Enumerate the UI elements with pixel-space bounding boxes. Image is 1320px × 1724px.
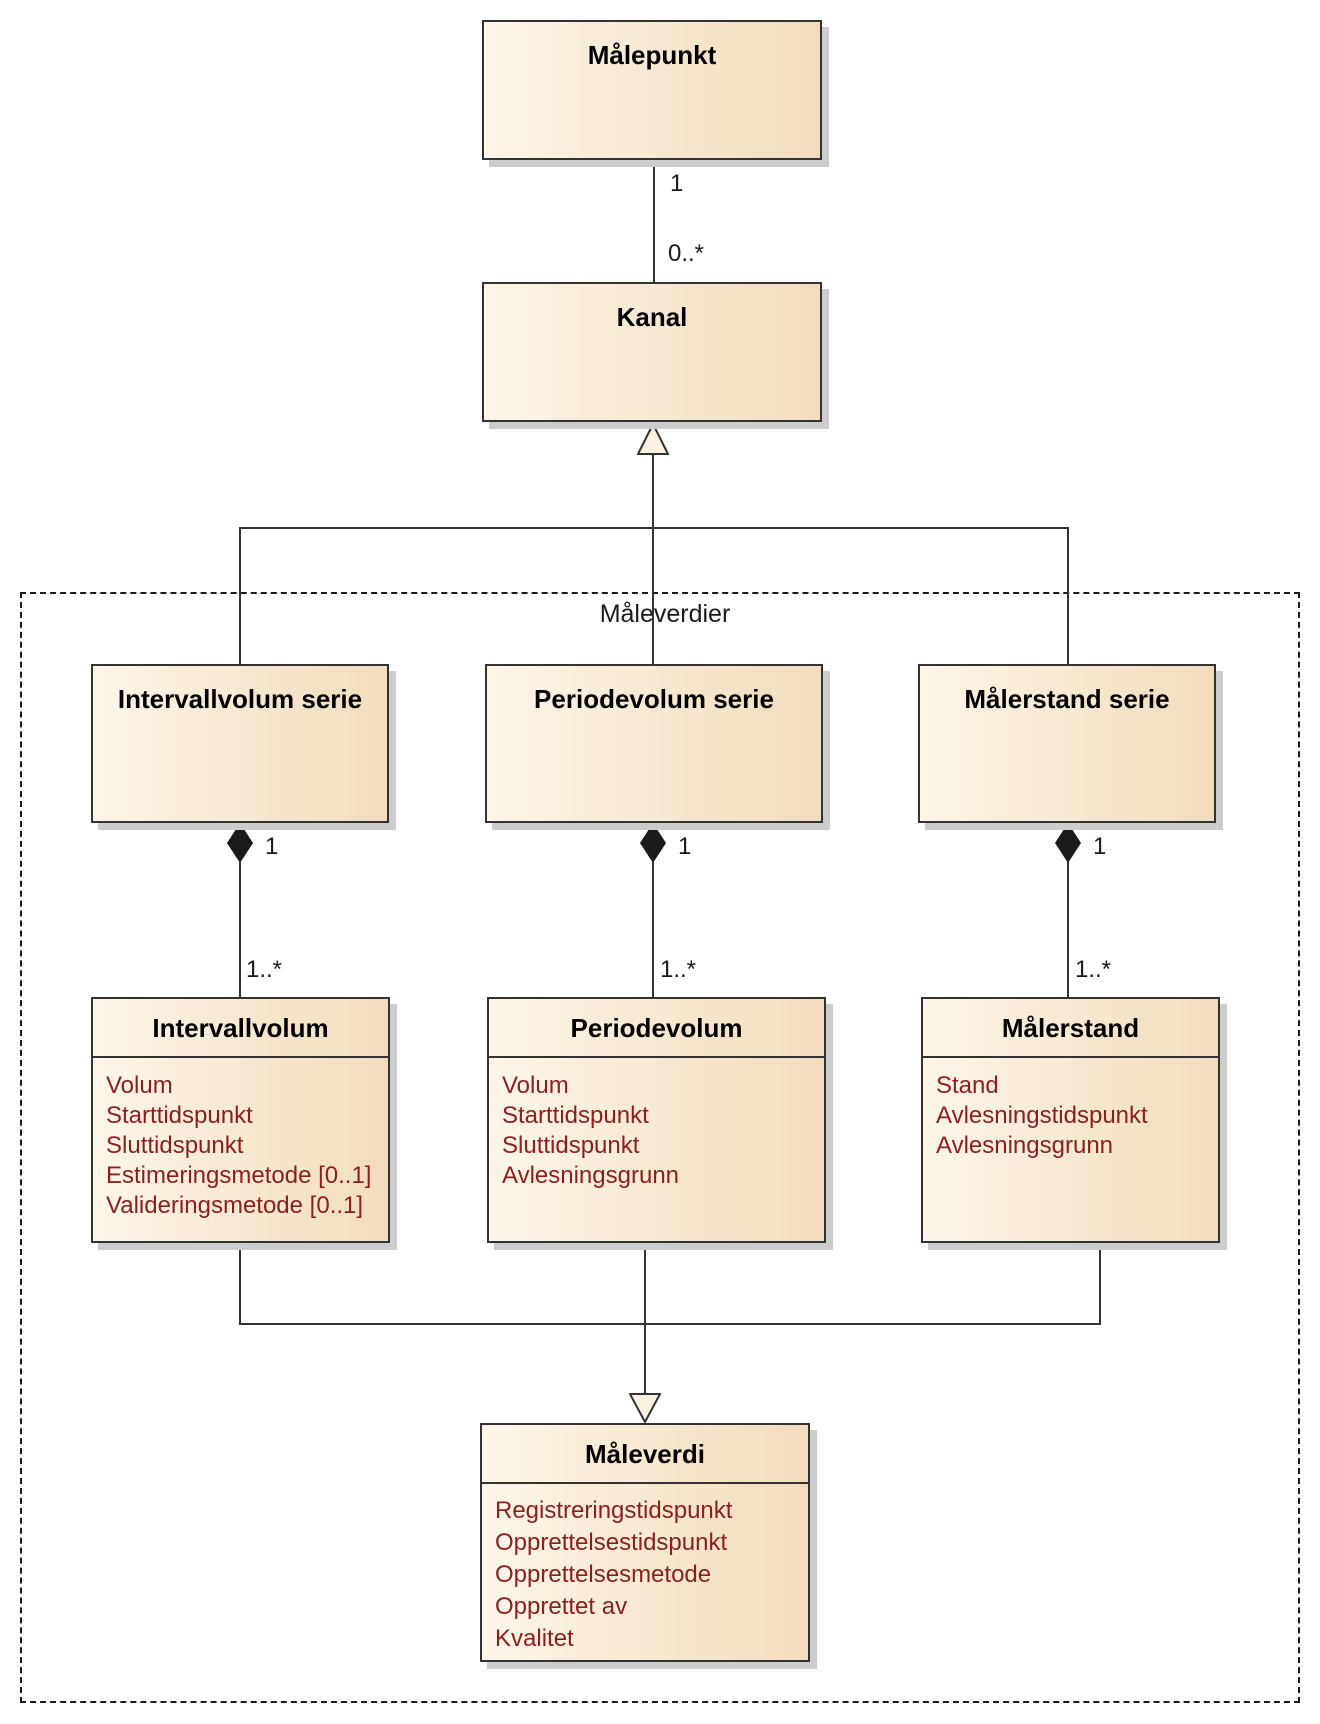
class-title: Målerstand serie	[964, 684, 1170, 714]
class-attribute: Volum	[106, 1072, 173, 1099]
composition-diamond-icon	[640, 823, 666, 863]
generalization-arrow-icon	[629, 1393, 661, 1423]
class-box-intervallvolum[interactable]: Intervallvolum Volum Starttidspunkt Slut…	[91, 997, 390, 1243]
composition-diamond-icon	[1055, 823, 1081, 863]
association-line-malepunkt-kanal	[653, 160, 655, 282]
class-attribute: Opprettelsesmetode	[495, 1561, 712, 1588]
class-title: Måleverdi	[585, 1438, 705, 1469]
class-title-compartment: Periodevolum	[489, 999, 824, 1058]
generalization-branch-line-bottom	[239, 1323, 1101, 1325]
multiplicity-label-source: 1	[678, 833, 692, 860]
class-title-compartment: Intervallvolum	[93, 999, 388, 1058]
class-title: Målepunkt	[587, 40, 717, 70]
multiplicity-label-target: 1..*	[1075, 956, 1112, 983]
composition-diamond-icon	[227, 823, 253, 863]
class-title-compartment: Målerstand	[923, 999, 1218, 1058]
class-box-periodevolum[interactable]: Periodevolum Volum Starttidspunkt Slutti…	[487, 997, 826, 1243]
class-title: Intervallvolum serie	[117, 684, 363, 714]
multiplicity-label-target: 1..*	[246, 956, 283, 983]
class-attribute: Stand	[936, 1072, 999, 1099]
class-box-malepunkt[interactable]: Målepunkt	[482, 20, 822, 160]
class-box-malerstand-serie[interactable]: Målerstand serie	[918, 664, 1216, 823]
class-title-compartment: Måleverdi	[482, 1425, 808, 1484]
class-attributes: Volum Starttidspunkt Sluttidspunkt Avles…	[489, 1058, 824, 1191]
class-box-malerstand[interactable]: Målerstand Stand Avlesningstidspunkt Avl…	[921, 997, 1220, 1243]
class-attribute: Avlesningstidspunkt	[936, 1102, 1148, 1129]
class-box-intervallvolum-serie[interactable]: Intervallvolum serie	[91, 664, 389, 823]
class-attribute: Opprettelsestidspunkt	[495, 1529, 728, 1556]
class-attribute: Sluttidspunkt	[106, 1132, 244, 1159]
generalization-drop-intervallvolum	[239, 1243, 241, 1325]
class-attribute: Sluttidspunkt	[502, 1132, 640, 1159]
class-attribute: Kvalitet	[495, 1625, 574, 1652]
class-title: Periodevolum serie	[534, 684, 774, 714]
package-boundary-maleverdier	[20, 592, 1300, 1703]
package-label: Måleverdier	[599, 600, 731, 628]
class-attribute: Opprettet av	[495, 1593, 628, 1620]
composition-line-intervallvolum	[239, 861, 241, 997]
class-attribute: Starttidspunkt	[106, 1102, 253, 1129]
generalization-drop-malerstand	[1099, 1243, 1101, 1325]
multiplicity-label-source: 1	[265, 833, 279, 860]
class-attribute: Valideringsmetode [0..1]	[106, 1192, 364, 1219]
class-attribute: Registreringstidspunkt	[495, 1497, 733, 1524]
multiplicity-label-target: 1..*	[660, 956, 697, 983]
class-box-kanal[interactable]: Kanal	[482, 282, 822, 422]
class-title: Periodevolum	[570, 1012, 743, 1043]
generalization-line-kanal	[652, 455, 654, 528]
branch-drop-malerstand-serie	[1067, 527, 1069, 664]
branch-drop-periodevolum-serie	[652, 527, 654, 664]
class-box-periodevolum-serie[interactable]: Periodevolum serie	[485, 664, 823, 823]
class-attribute: Avlesningsgrunn	[936, 1132, 1114, 1159]
class-title: Målerstand	[1001, 1012, 1140, 1043]
class-attributes: Registreringstidspunkt Opprettelsestidsp…	[482, 1484, 808, 1655]
class-attributes: Stand Avlesningstidspunkt Avlesningsgrun…	[923, 1058, 1218, 1161]
class-attribute: Volum	[502, 1072, 569, 1099]
class-attribute: Estimeringsmetode [0..1]	[106, 1162, 372, 1189]
branch-drop-intervallvolum-serie	[239, 527, 241, 664]
class-title: Intervallvolum	[152, 1012, 329, 1043]
composition-line-malerstand	[1067, 861, 1069, 997]
class-attribute: Avlesningsgrunn	[502, 1162, 680, 1189]
composition-line-periodevolum	[652, 861, 654, 997]
multiplicity-label-kanal: 0..*	[668, 240, 705, 267]
generalization-branch-line-top	[239, 527, 1069, 529]
multiplicity-label-malepunkt: 1	[670, 170, 684, 197]
generalization-line-maleverdi	[644, 1243, 646, 1393]
multiplicity-label-source: 1	[1093, 833, 1107, 860]
class-title: Kanal	[616, 302, 688, 332]
class-box-maleverdi[interactable]: Måleverdi Registreringstidspunkt Opprett…	[480, 1423, 810, 1662]
generalization-arrow-icon	[637, 423, 669, 455]
class-attribute: Starttidspunkt	[502, 1102, 649, 1129]
class-attributes: Volum Starttidspunkt Sluttidspunkt Estim…	[93, 1058, 388, 1221]
